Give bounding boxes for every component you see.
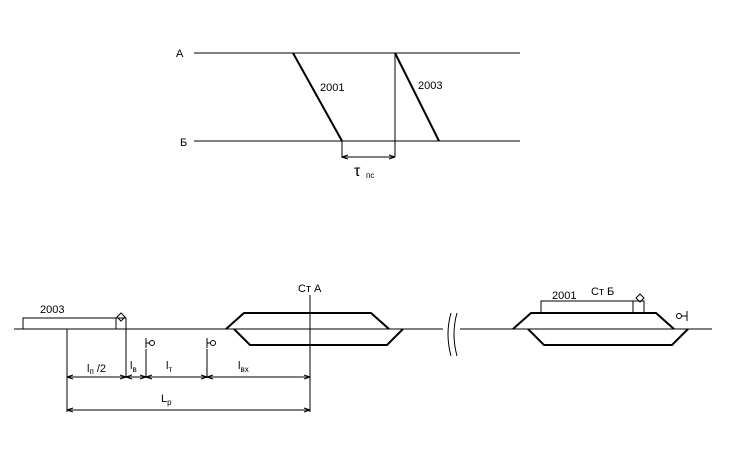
signal-2: [206, 338, 216, 348]
svg-text:lт: lт: [166, 360, 172, 374]
train-2003-path: [394, 52, 440, 142]
interval-arrow-right: [388, 154, 396, 160]
dim-arrow: [139, 374, 153, 380]
signal-3: [676, 311, 688, 321]
dim-label-lp-half: lп /2: [87, 363, 106, 376]
train-2003-label: 2003: [418, 80, 442, 92]
interval-arrow-left: [341, 154, 349, 160]
train-2001-head-lamp: [635, 293, 645, 303]
time-distance-graph: А Б 2001 2003 τ пс: [176, 48, 520, 180]
interval-subscript: пс: [366, 171, 374, 180]
dim-label-lvh: lвх: [238, 360, 249, 374]
interval-symbol: τ: [354, 163, 361, 180]
station-a-label: А: [176, 48, 184, 60]
train-2001-block: [540, 300, 645, 314]
svg-text:lвх: lвх: [238, 360, 249, 374]
dim-arrow: [200, 374, 214, 380]
track-break-right: [453, 312, 458, 357]
train-2003-track-label: 2003: [40, 304, 64, 316]
dim-label-lr: Lр: [161, 393, 172, 407]
dim-arrow: [303, 407, 311, 413]
station-b-track-label: Ст Б: [591, 286, 614, 298]
station-b-lower-track: [527, 328, 689, 346]
train-2001-label: 2001: [320, 82, 344, 94]
train-2003-block: [22, 317, 127, 330]
svg-text:lв: lв: [130, 360, 137, 374]
station-a-upper-track: [225, 312, 390, 330]
track-break-left: [447, 312, 452, 357]
train-2001-path: [292, 52, 343, 142]
station-a-lower-track: [233, 328, 404, 346]
svg-text:lп /2: lп /2: [87, 363, 106, 376]
dim-arrow: [66, 374, 74, 380]
station-b-upper-track: [512, 312, 675, 330]
train-2001-track-label: 2001: [552, 290, 576, 302]
dim-label-lt: lт: [166, 360, 172, 374]
track-scheme: 2003 Ст А lп /2: [14, 283, 712, 413]
signal-1: [145, 338, 155, 348]
svg-text:Lр: Lр: [161, 393, 172, 407]
dim-arrow: [303, 374, 311, 380]
dim-arrow: [119, 374, 133, 380]
station-a-track-label: Ст А: [298, 283, 322, 295]
train-2003-head-lamp: [116, 312, 126, 322]
dim-label-lv: lв: [130, 360, 137, 374]
dim-arrow: [66, 407, 74, 413]
station-b-label: Б: [180, 137, 187, 149]
